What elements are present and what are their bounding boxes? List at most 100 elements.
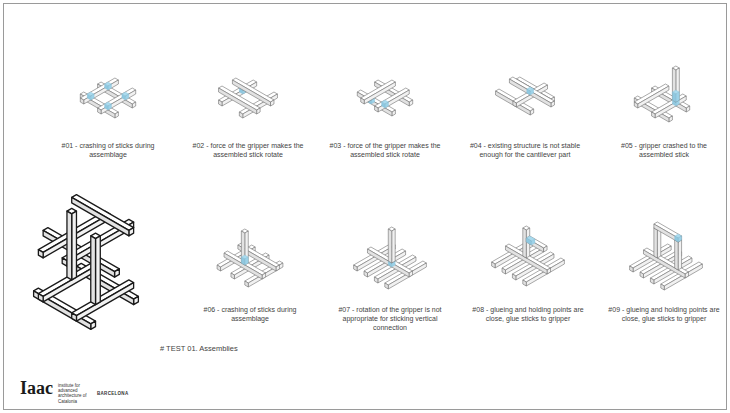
stick-face (241, 231, 244, 265)
stick (67, 208, 77, 280)
stick-face (72, 197, 129, 236)
stick-face (686, 106, 689, 112)
stick-face (132, 102, 135, 108)
stick (654, 222, 682, 242)
stick-face (388, 229, 391, 263)
stick-face (502, 268, 505, 274)
stick-face (80, 98, 83, 104)
contact-mark (385, 102, 388, 108)
contact-mark (530, 89, 533, 95)
stick-face (354, 265, 357, 271)
stick-face (219, 100, 222, 106)
failure-caption: #06 - crashing of sticks during assembla… (185, 306, 315, 324)
contact-mark (87, 94, 90, 100)
contact-mark (526, 238, 531, 245)
stick-face (655, 96, 686, 118)
stick-face (678, 240, 681, 270)
stick-face (685, 272, 688, 278)
stick-assembly (630, 222, 703, 290)
stick-face (512, 274, 515, 280)
stick-face (245, 231, 248, 265)
stick-face (98, 88, 136, 110)
stick (496, 89, 534, 115)
stick-face (98, 108, 101, 114)
stick (509, 77, 554, 107)
stick-face (669, 116, 672, 122)
stick-face (217, 265, 220, 271)
failure-caption: #09 - glueing and holding points are clo… (605, 306, 723, 324)
stick-face (650, 278, 653, 284)
contact-mark (108, 104, 111, 110)
stick-face (134, 296, 139, 304)
stick (91, 233, 101, 305)
stick-face (231, 273, 234, 279)
stick-face (661, 284, 664, 290)
stick-face (67, 211, 72, 280)
stick-face (392, 110, 395, 116)
stick-face (652, 112, 655, 118)
stick (375, 88, 410, 112)
stick-face (271, 100, 274, 106)
stick-assembly (634, 66, 689, 122)
contact-mark (122, 94, 125, 100)
failure-caption: #08 - glueing and holding points are clo… (463, 306, 593, 324)
stick-face (374, 277, 377, 283)
stick-face (634, 84, 669, 104)
stick-face (526, 238, 543, 252)
stick-face (634, 102, 637, 108)
stick-assembly (496, 77, 555, 115)
contact-mark (527, 89, 530, 95)
stick-face (375, 106, 378, 112)
stick-face (219, 86, 261, 110)
stick-face (91, 321, 96, 329)
contact-mark (672, 92, 675, 102)
stick-face (72, 195, 134, 231)
contact-mark (531, 239, 534, 245)
stick-face (91, 236, 96, 305)
stick-assembly (492, 226, 565, 286)
contact-mark (105, 104, 108, 110)
stick-face (654, 228, 657, 258)
failure-caption: #02 - force of the gripper makes the ass… (183, 142, 313, 160)
stick-face (672, 68, 675, 102)
stick-face (544, 246, 547, 252)
stick-face (38, 250, 43, 258)
contact-mark (676, 92, 679, 102)
contact-mark (105, 84, 108, 90)
stick (72, 195, 134, 236)
stick-face (523, 228, 526, 258)
failure-caption: #01 - crashing of sticks during assembla… (43, 142, 173, 160)
stick-face (364, 271, 367, 277)
failure-caption: #05 - gripper crashed to the assembled s… (605, 142, 723, 160)
stick (224, 251, 266, 279)
stick-face (378, 90, 409, 112)
stick-face (654, 224, 678, 242)
stick (675, 238, 682, 270)
stick-assembly (80, 78, 135, 118)
stick-face (547, 268, 550, 274)
logo-mark: Iaac (20, 377, 60, 400)
stick-face (676, 68, 679, 102)
stick (388, 227, 395, 263)
stick-face (523, 280, 526, 286)
stick-face (551, 101, 554, 107)
contact-mark (91, 94, 94, 100)
stick-face (257, 108, 260, 114)
stick-face (72, 211, 77, 280)
stick-face (72, 280, 134, 316)
stick-face (129, 228, 134, 236)
stick-assembly (217, 229, 283, 287)
contact-mark (678, 236, 681, 242)
stick-face (492, 262, 495, 268)
stick-face (239, 112, 242, 118)
stick-face (62, 258, 67, 266)
stick-face (72, 313, 77, 321)
test-title: # TEST 01. Assemblies (160, 344, 280, 353)
page-frame (4, 4, 727, 410)
contact-mark (675, 236, 678, 242)
stick-face (409, 100, 412, 106)
stick (652, 94, 687, 118)
stick-face (276, 265, 279, 271)
